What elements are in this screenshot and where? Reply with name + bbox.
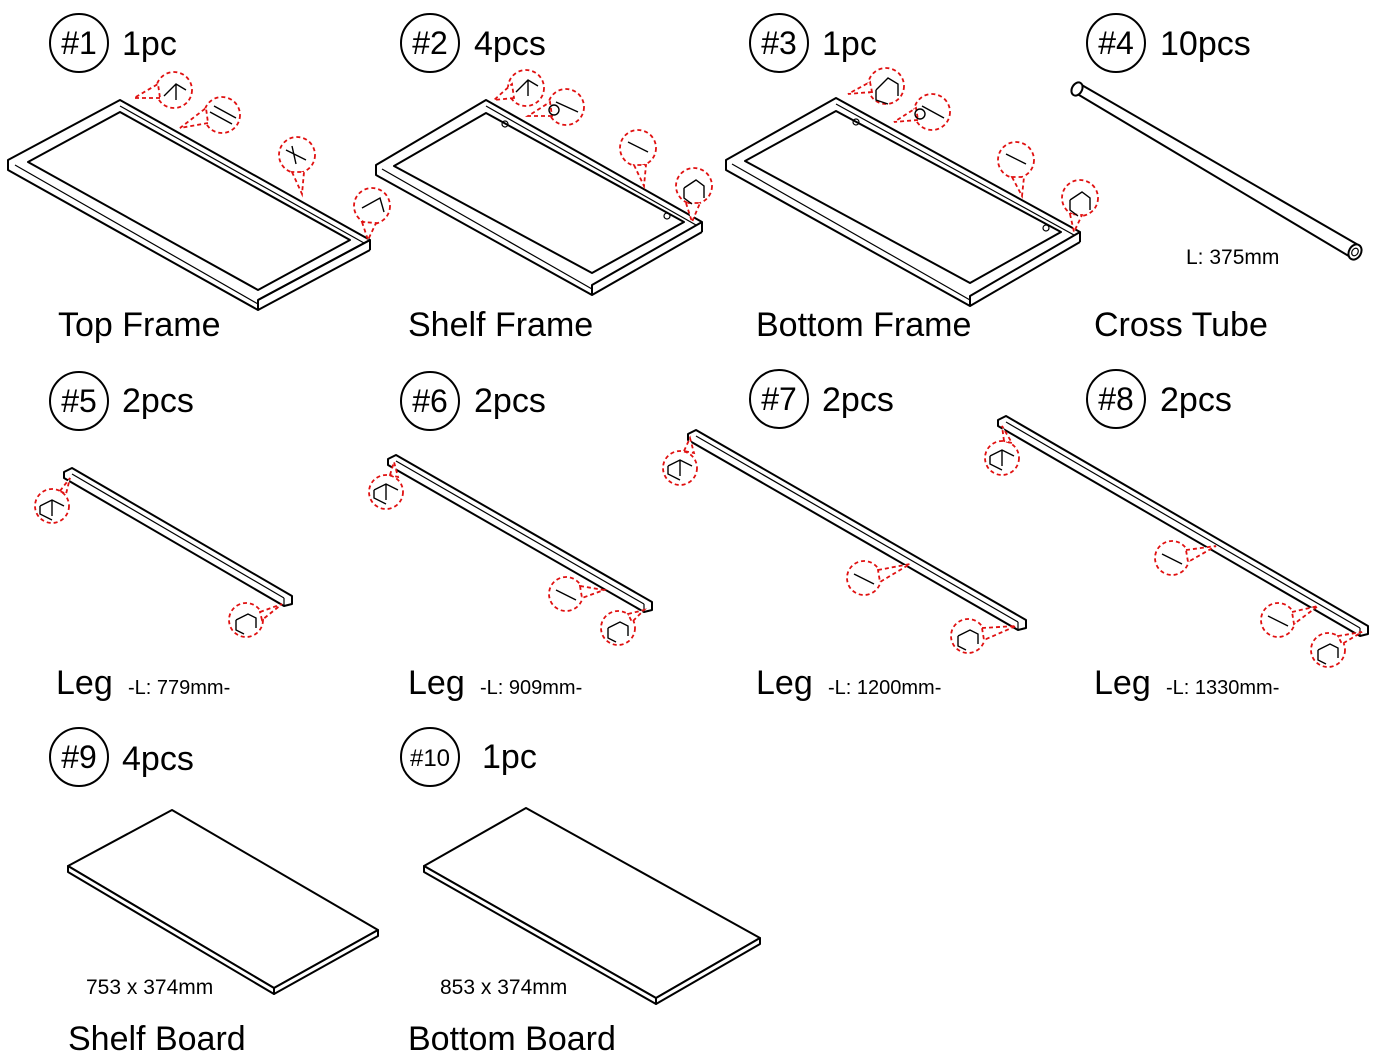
part-quantity: 1pc (482, 738, 537, 776)
part-name: Shelf Frame (408, 306, 593, 344)
part-number-badge (400, 371, 460, 431)
part-quantity: 2pcs (1160, 381, 1232, 419)
part-9-shelf-board: #9 4pcs 753 x 374mm Shelf Board (49, 727, 379, 1057)
part-number: #9 (61, 739, 97, 775)
part-number: #4 (1098, 25, 1134, 61)
part-1-top-frame: #1 1pc Top Frame (7, 13, 391, 344)
part-dimension: 853 x 374mm (440, 976, 567, 999)
detail-callouts (847, 67, 1099, 235)
part-name: Leg (56, 664, 113, 702)
part-name: Leg (1094, 664, 1151, 702)
part-number: #3 (761, 25, 797, 61)
part-number-badge (749, 13, 809, 73)
part-dimension: -L: 1200mm- (828, 677, 941, 699)
part-6-leg: #6 2pcs Leg -L: 909mm- (368, 371, 653, 702)
part-dimension: -L: 779mm- (128, 677, 230, 699)
part-number-badge (1086, 369, 1146, 429)
leg-drawing (997, 415, 1369, 637)
cross-tube-drawing (1070, 81, 1363, 261)
part-quantity: 1pc (822, 25, 877, 63)
part-name: Bottom Frame (756, 306, 971, 344)
part-number: #5 (61, 383, 97, 419)
part-4-cross-tube: #4 10pcs L: 375mm Cross Tube (1070, 13, 1363, 344)
bottom-frame-drawing (725, 97, 1081, 307)
leg-drawing (387, 454, 653, 613)
part-10-bottom-board: #10 1pc 853 x 374mm Bottom Board (400, 727, 761, 1057)
part-number: #8 (1098, 381, 1134, 417)
part-number: #1 (61, 25, 97, 61)
detail-callouts (491, 69, 713, 225)
bottom-board-drawing (423, 807, 761, 1005)
part-dimension: -L: 1330mm- (1166, 677, 1279, 699)
part-number: #7 (761, 381, 797, 417)
part-quantity: 1pc (122, 25, 177, 63)
part-number-badge (49, 371, 109, 431)
part-name: Bottom Board (408, 1020, 616, 1057)
part-dimension: L: 375mm (1186, 246, 1279, 269)
part-dimension: -L: 909mm- (480, 677, 582, 699)
leg-drawing (63, 467, 293, 607)
part-number: #10 (410, 745, 450, 772)
part-5-leg: #5 2pcs Leg -L: 779mm- (34, 371, 293, 702)
detail-callouts (368, 458, 647, 646)
part-dimension: 753 x 374mm (86, 976, 213, 999)
detail-callouts (34, 477, 283, 638)
part-name: Shelf Board (68, 1020, 246, 1057)
part-number: #2 (412, 25, 448, 61)
part-number-badge (400, 13, 460, 73)
part-name: Top Frame (58, 306, 221, 344)
part-number-badge (49, 727, 109, 787)
shelf-frame-drawing (375, 99, 703, 296)
part-quantity: 4pcs (122, 740, 194, 778)
detail-callouts (130, 71, 391, 243)
part-quantity: 4pcs (474, 25, 546, 63)
part-name: Cross Tube (1094, 306, 1268, 344)
part-8-leg: #8 2pcs Leg -L: 1330mm- (984, 369, 1369, 702)
part-quantity: 2pcs (474, 382, 546, 420)
part-number-badge (49, 13, 109, 73)
part-7-leg: #7 2pcs Leg -L: 1200mm- (662, 369, 1027, 702)
part-number-badge (400, 727, 460, 787)
part-number-badge (749, 369, 809, 429)
part-quantity: 2pcs (122, 382, 194, 420)
part-number-badge (1086, 13, 1146, 73)
part-quantity: 10pcs (1160, 25, 1251, 63)
top-frame-drawing (7, 99, 371, 311)
detail-callouts (662, 435, 1017, 654)
part-name: Leg (756, 664, 813, 702)
part-number: #6 (412, 383, 448, 419)
part-name: Leg (408, 664, 465, 702)
part-quantity: 2pcs (822, 381, 894, 419)
shelf-board-drawing (67, 809, 379, 995)
part-2-shelf-frame: #2 4pcs Shelf Frame (375, 13, 713, 344)
part-3-bottom-frame: #3 1pc Bottom Frame (725, 13, 1099, 344)
detail-callouts (984, 425, 1363, 668)
leg-drawing (687, 429, 1027, 631)
